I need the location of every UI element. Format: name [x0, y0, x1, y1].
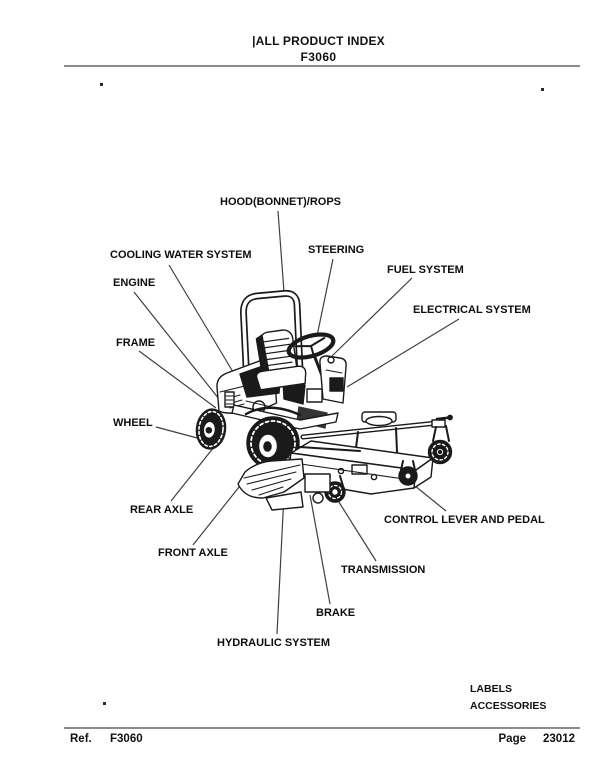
- index-link-accessories[interactable]: ACCESSORIES: [470, 700, 547, 712]
- part-label-engine[interactable]: ENGINE: [113, 277, 156, 289]
- leader-line-rear-axle: [170, 446, 215, 502]
- ref-value: F3060: [110, 733, 143, 745]
- page-header: |ALL PRODUCT INDEX F3060: [36, 34, 600, 64]
- part-label-control-lever-and-pedal[interactable]: CONTROL LEVER AND PEDAL: [384, 514, 545, 526]
- part-label-wheel[interactable]: WHEEL: [113, 417, 153, 429]
- front-wheel: [246, 416, 300, 470]
- caster-wheel-right: [427, 419, 453, 465]
- part-label-fuel-system[interactable]: FUEL SYSTEM: [387, 264, 464, 276]
- leader-line-engine: [133, 291, 220, 400]
- leader-line-electrical-system: [346, 318, 460, 388]
- part-label-rear-axle[interactable]: REAR AXLE: [130, 504, 194, 516]
- ref-label: Ref.: [70, 733, 92, 745]
- part-label-hood-bonnet-rops[interactable]: HOOD(BONNET)/ROPS: [220, 196, 341, 208]
- leader-line-steering: [316, 258, 334, 337]
- leader-line-cooling-water-system: [168, 264, 237, 378]
- index-link-labels[interactable]: LABELS: [470, 683, 512, 695]
- discharge-chute: [237, 458, 305, 511]
- leader-line-wheel: [155, 426, 202, 440]
- part-label-electrical-system[interactable]: ELECTRICAL SYSTEM: [413, 304, 531, 316]
- leader-line-transmission: [336, 498, 377, 562]
- leader-line-front-axle: [192, 481, 244, 546]
- page-title: |ALL PRODUCT INDEX: [252, 34, 385, 48]
- footer-rule: [64, 727, 580, 729]
- part-label-cooling-water-system[interactable]: COOLING WATER SYSTEM: [110, 249, 252, 261]
- frame-rail: [231, 404, 339, 430]
- part-label-front-axle[interactable]: FRONT AXLE: [158, 547, 228, 559]
- registration-dot: [100, 83, 103, 86]
- leader-line-brake: [309, 494, 331, 605]
- index-links: LABELS ACCESSORIES: [470, 681, 546, 715]
- leader-line-fuel-system: [330, 277, 413, 358]
- part-label-steering[interactable]: STEERING: [308, 244, 365, 256]
- leader-lines-group: [133, 210, 460, 635]
- caster-wheel-middle: [398, 460, 418, 486]
- battery: [329, 377, 344, 392]
- rear-wheel: [195, 408, 227, 450]
- leader-line-hydraulic-system: [276, 493, 285, 635]
- leader-line-frame: [138, 350, 217, 409]
- gearbox: [304, 473, 331, 493]
- page-number: 23012: [543, 733, 575, 745]
- registration-dot: [541, 88, 544, 91]
- leader-line-hood-bonnet-rops: [277, 210, 285, 293]
- model-number: F3060: [300, 50, 337, 64]
- part-label-transmission[interactable]: TRANSMISSION: [341, 564, 426, 576]
- page-label: Page: [498, 733, 527, 745]
- part-label-frame[interactable]: FRAME: [116, 337, 156, 349]
- header-rule: [64, 65, 580, 67]
- part-label-brake[interactable]: BRAKE: [316, 607, 356, 619]
- seat: [255, 329, 307, 391]
- part-label-hydraulic-system[interactable]: HYDRAULIC SYSTEM: [217, 637, 331, 649]
- mower-illustration: [195, 289, 453, 511]
- registration-dot: [103, 702, 106, 705]
